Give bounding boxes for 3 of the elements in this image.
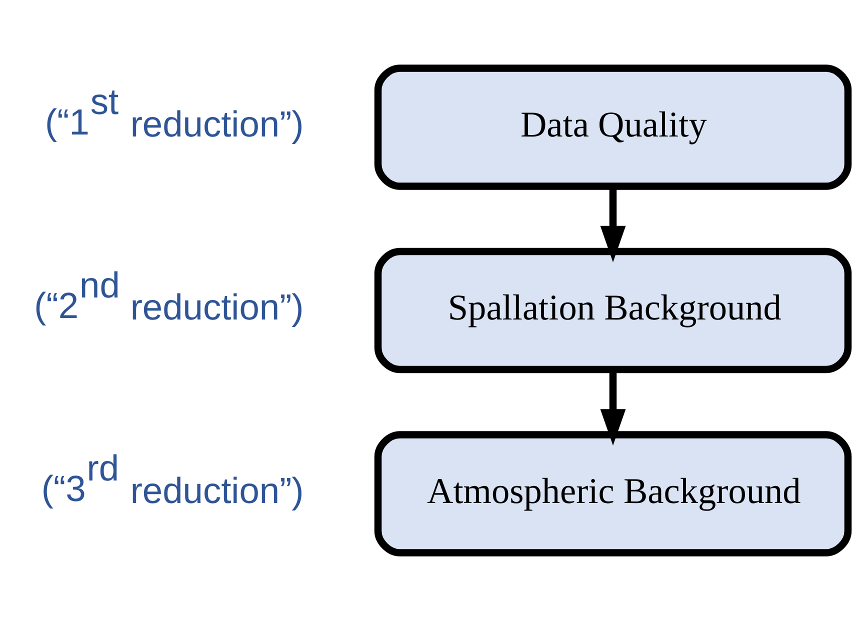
node-box: Data Quality <box>374 64 852 190</box>
node-box: Atmospheric Background <box>374 431 852 556</box>
node-box: Spallation Background <box>374 248 852 374</box>
